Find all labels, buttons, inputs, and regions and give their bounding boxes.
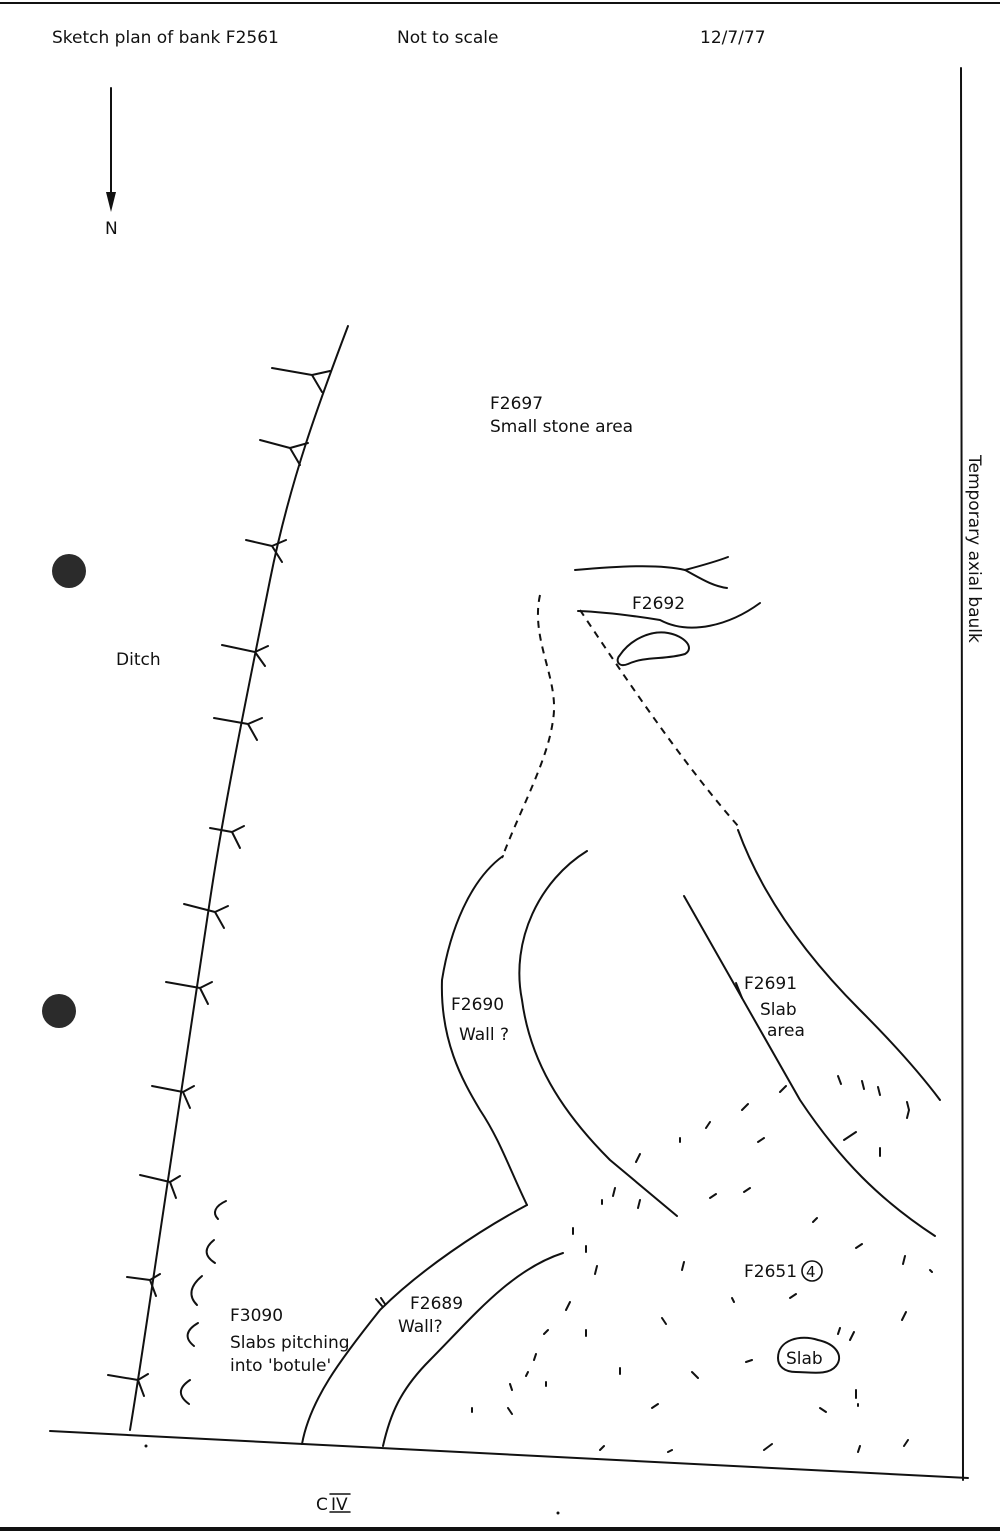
f2691-description-line2: area <box>767 1021 805 1041</box>
ditch-label: Ditch <box>116 650 161 670</box>
header-title: Sketch plan of bank F2561 <box>52 28 279 48</box>
f3090-description-line1: Slabs pitching <box>230 1333 350 1353</box>
f2697-dashed-boundary-left <box>501 594 556 859</box>
context-number-circle <box>801 1260 823 1282</box>
f2691-code: F2691 <box>744 974 797 994</box>
f3090-code: F3090 <box>230 1306 283 1326</box>
date-label: 12/7/77 <box>700 28 766 48</box>
f2651-context-number: 4 <box>806 1263 816 1281</box>
f2692-code: F2692 <box>632 594 685 614</box>
f2691-slab-area-outline <box>683 829 941 1237</box>
f2697-dashed-boundary-right <box>579 609 739 827</box>
f2690-description: Wall ? <box>459 1025 509 1045</box>
f2697-code: F2697 <box>490 394 543 414</box>
trench-bottom-line <box>49 1430 969 1479</box>
punch-hole-bottom <box>42 994 76 1028</box>
axial-baulk-line <box>960 67 964 1481</box>
north-arrow-icon <box>106 87 116 212</box>
f2690-wall-outline <box>440 850 678 1217</box>
slab-outline <box>777 1336 841 1374</box>
f2689-wall-outline <box>301 1204 564 1447</box>
scale-note: Not to scale <box>397 28 498 48</box>
f2697-description: Small stone area <box>490 417 633 437</box>
f3090-slab-marks <box>179 1200 227 1405</box>
f2651-code: F2651 <box>744 1262 797 1282</box>
baulk-label: Temporary axial baulk <box>964 454 984 643</box>
f2691-description-line1: Slab <box>760 1000 797 1020</box>
north-label: N <box>105 219 118 239</box>
f2690-code: F2690 <box>451 995 504 1015</box>
f2689-code: F2689 <box>410 1294 463 1314</box>
f3090-description-line2: into 'botule' <box>230 1356 331 1376</box>
punch-hole-top <box>52 554 86 588</box>
footer-letter: C <box>316 1495 328 1515</box>
f2651-stone-marks <box>144 1075 933 1515</box>
footer-roman-numeral: IV <box>331 1495 348 1515</box>
slab-label: Slab <box>786 1349 823 1369</box>
ditch-edge-hachured <box>107 325 349 1431</box>
f2692-outline <box>574 556 761 666</box>
f2689-description: Wall? <box>398 1317 443 1337</box>
